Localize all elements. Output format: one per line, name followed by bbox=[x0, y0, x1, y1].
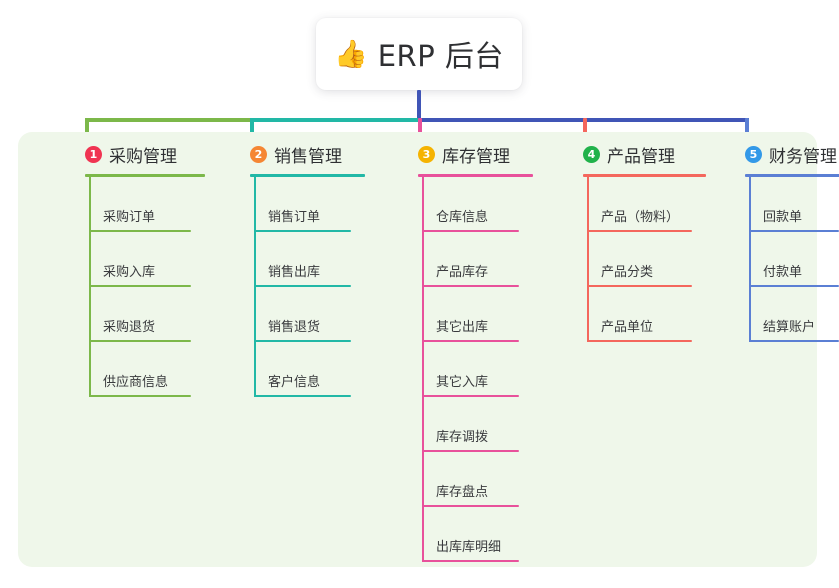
branch-item-rule bbox=[587, 340, 692, 342]
branch-item-rule bbox=[749, 230, 839, 232]
branch-item-rule bbox=[254, 230, 351, 232]
branches-panel: 1 采购管理采购订单采购入库采购退货供应商信息 2 销售管理销售订单销售出库销售退货客… bbox=[18, 132, 839, 567]
branch-item-label: 销售退货 bbox=[268, 320, 321, 335]
branch-header-rule bbox=[583, 174, 706, 177]
branch-item-rule bbox=[422, 285, 519, 287]
branch-item-rule bbox=[422, 340, 519, 342]
root-node-content: 👍 ERP 后台 bbox=[334, 33, 504, 75]
branch-number-badge: 2 bbox=[250, 146, 267, 163]
branch-item-label: 销售订单 bbox=[268, 210, 321, 225]
branch-item-rule bbox=[254, 395, 351, 397]
branch-header-1[interactable]: 1 采购管理 bbox=[85, 142, 177, 167]
branch-title: 库存管理 bbox=[442, 147, 510, 167]
branch-item[interactable]: 客户信息 bbox=[250, 365, 365, 397]
branch-item[interactable]: 销售出库 bbox=[250, 255, 365, 287]
branch-item-label: 采购退货 bbox=[103, 320, 156, 335]
branch-item-rule bbox=[749, 340, 839, 342]
branch-title: 财务管理 bbox=[769, 147, 837, 167]
branch-item[interactable]: 结算账户 bbox=[745, 310, 839, 342]
branch-item-label: 付款单 bbox=[763, 265, 803, 280]
branch-spine bbox=[422, 174, 424, 562]
branch-item-label: 其它入库 bbox=[436, 375, 489, 390]
branch-item-rule bbox=[749, 285, 839, 287]
branch-item-label: 库存盘点 bbox=[436, 485, 489, 500]
branch-drop-3 bbox=[418, 118, 422, 144]
branch-number-badge: 4 bbox=[583, 146, 600, 163]
branch-item-label: 产品单位 bbox=[601, 320, 654, 335]
branch-item-rule bbox=[422, 450, 519, 452]
branch-spine bbox=[749, 174, 751, 342]
branch-number-badge: 3 bbox=[418, 146, 435, 163]
branch-item[interactable]: 库存盘点 bbox=[418, 475, 533, 507]
branch-item-rule bbox=[89, 285, 191, 287]
branch-header-rule bbox=[745, 174, 839, 177]
branch-item-label: 仓库信息 bbox=[436, 210, 489, 225]
branch-item[interactable]: 出库库明细 bbox=[418, 530, 533, 562]
branch-item-rule bbox=[587, 285, 692, 287]
branch-item-label: 采购入库 bbox=[103, 265, 156, 280]
branch-item[interactable]: 销售订单 bbox=[250, 200, 365, 232]
branch-item[interactable]: 仓库信息 bbox=[418, 200, 533, 232]
branch-item-rule bbox=[422, 230, 519, 232]
branch-item[interactable]: 销售退货 bbox=[250, 310, 365, 342]
branch-item-rule bbox=[422, 560, 519, 562]
branch-item[interactable]: 供应商信息 bbox=[85, 365, 205, 397]
branch-item-rule bbox=[422, 395, 519, 397]
branch-item-rule bbox=[89, 395, 191, 397]
branch-item-label: 产品（物料） bbox=[601, 210, 680, 225]
bus-segment-2 bbox=[250, 118, 422, 122]
branch-item-rule bbox=[89, 230, 191, 232]
branch-item-label: 其它出库 bbox=[436, 320, 489, 335]
branch-item-label: 产品分类 bbox=[601, 265, 654, 280]
branch-item[interactable]: 回款单 bbox=[745, 200, 839, 232]
branch-header-rule bbox=[418, 174, 533, 177]
branch-item[interactable]: 产品（物料） bbox=[583, 200, 706, 232]
branch-item[interactable]: 采购退货 bbox=[85, 310, 205, 342]
branch-title: 销售管理 bbox=[274, 147, 342, 167]
root-stem-connector bbox=[417, 90, 421, 122]
branch-title: 采购管理 bbox=[109, 147, 177, 167]
branch-header-5[interactable]: 5 财务管理 bbox=[745, 142, 837, 167]
branch-title: 产品管理 bbox=[607, 147, 675, 167]
branch-number-badge: 5 bbox=[745, 146, 762, 163]
bus-segment-1 bbox=[85, 118, 254, 122]
branch-item-rule bbox=[254, 340, 351, 342]
branch-item-rule bbox=[89, 340, 191, 342]
branch-item-rule bbox=[422, 505, 519, 507]
root-node-title: ERP 后台 bbox=[377, 39, 504, 73]
branch-drop-4 bbox=[583, 118, 587, 144]
branch-item-label: 采购订单 bbox=[103, 210, 156, 225]
branch-item-label: 销售出库 bbox=[268, 265, 321, 280]
branch-item-label: 回款单 bbox=[763, 210, 803, 225]
branch-header-4[interactable]: 4 产品管理 bbox=[583, 142, 675, 167]
branch-item-label: 库存调拨 bbox=[436, 430, 489, 445]
branch-item-label: 产品库存 bbox=[436, 265, 489, 280]
branch-item[interactable]: 产品单位 bbox=[583, 310, 706, 342]
branch-item-label: 出库库明细 bbox=[436, 540, 502, 555]
branch-item[interactable]: 产品库存 bbox=[418, 255, 533, 287]
branch-item[interactable]: 其它入库 bbox=[418, 365, 533, 397]
branch-drop-1 bbox=[85, 118, 89, 144]
branch-drop-2 bbox=[250, 118, 254, 144]
branch-item-rule bbox=[254, 285, 351, 287]
branch-number-badge: 1 bbox=[85, 146, 102, 163]
branch-item-label: 结算账户 bbox=[763, 320, 816, 335]
branch-header-rule bbox=[250, 174, 365, 177]
branch-header-3[interactable]: 3 库存管理 bbox=[418, 142, 510, 167]
thumbs-up-icon: 👍 bbox=[334, 38, 368, 70]
branch-item[interactable]: 产品分类 bbox=[583, 255, 706, 287]
root-node-erp-backend[interactable]: 👍 ERP 后台 bbox=[316, 18, 522, 90]
branch-item-rule bbox=[587, 230, 692, 232]
branch-item[interactable]: 付款单 bbox=[745, 255, 839, 287]
branch-spine bbox=[587, 174, 589, 342]
branch-item[interactable]: 其它出库 bbox=[418, 310, 533, 342]
branch-header-rule bbox=[85, 174, 205, 177]
branch-item[interactable]: 采购订单 bbox=[85, 200, 205, 232]
branch-item[interactable]: 采购入库 bbox=[85, 255, 205, 287]
branch-drop-5 bbox=[745, 118, 749, 144]
branch-header-2[interactable]: 2 销售管理 bbox=[250, 142, 342, 167]
branch-item[interactable]: 库存调拨 bbox=[418, 420, 533, 452]
branch-item-label: 客户信息 bbox=[268, 375, 321, 390]
branch-item-label: 供应商信息 bbox=[103, 375, 169, 390]
